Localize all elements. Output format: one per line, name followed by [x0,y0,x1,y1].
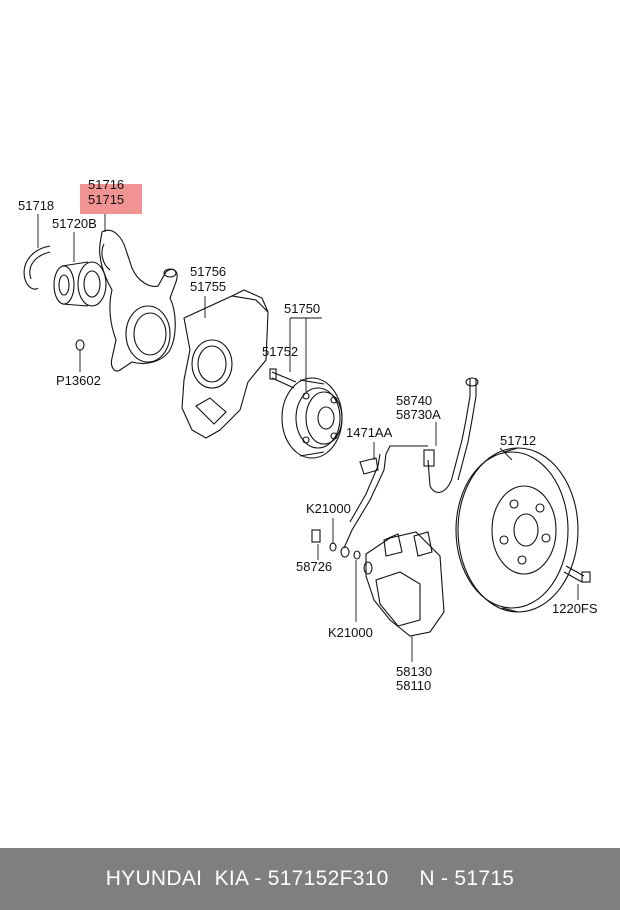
brake-hose-drawing [343,377,479,549]
callout-1220FS: 1220FS [552,601,598,616]
diagram-drawing [23,214,591,662]
callout-58730A: 58730A [396,407,441,422]
wheel-bearing-drawing [53,261,107,307]
callout-51755: 51755 [190,279,227,294]
separator-2: - [434,867,455,890]
dust-cover-drawing [181,289,269,439]
disc-screw-drawing [563,565,591,583]
callout-51718: 51718 [18,198,55,213]
part-info-footer: HYUNDAI KIA - 517152F310 N - 51715 [0,848,620,910]
hub-bolt-drawing [269,368,297,389]
callout-K21000-lower: K21000 [328,625,373,640]
number-prefix: N [419,867,435,890]
separator-1: - [248,867,268,890]
callout-51712: 51712 [500,433,537,448]
parts-diagram: 51716 51715 51718 51720B 51756 51755 517… [18,177,598,693]
callout-51716: 51716 [88,177,125,192]
callout-58130: 58130 [396,664,433,679]
diagram-number: 51715 [454,867,515,890]
callout-51720B: 51720B [52,216,97,231]
gap [389,867,420,890]
callout-K21000-upper: K21000 [306,501,351,516]
washer-b-drawing [353,550,361,560]
callout-P13602: P13602 [56,373,101,388]
steering-knuckle-drawing [99,229,178,372]
part-number: 517152F310 [267,867,389,890]
washer-a-drawing [329,542,337,552]
callout-58740: 58740 [396,393,433,408]
callout-51750: 51750 [284,301,321,316]
callout-58110: 58110 [396,678,432,693]
highlight-51715 [80,184,142,214]
brake-disc-drawing [455,447,579,613]
leader-lines [37,214,579,662]
callout-51715: 51715 [88,192,125,207]
wheel-hub-drawing [281,377,343,459]
plug-drawing [75,339,85,351]
bleeder-drawing [311,529,321,543]
callout-51756: 51756 [190,264,227,279]
snap-ring-drawing [23,245,51,290]
brake-caliper-drawing [363,531,445,637]
brand-text: HYUNDAI KIA [105,867,249,890]
callout-1471AA: 1471AA [346,425,393,440]
callout-58726: 58726 [296,559,333,574]
callout-51752: 51752 [262,344,299,359]
